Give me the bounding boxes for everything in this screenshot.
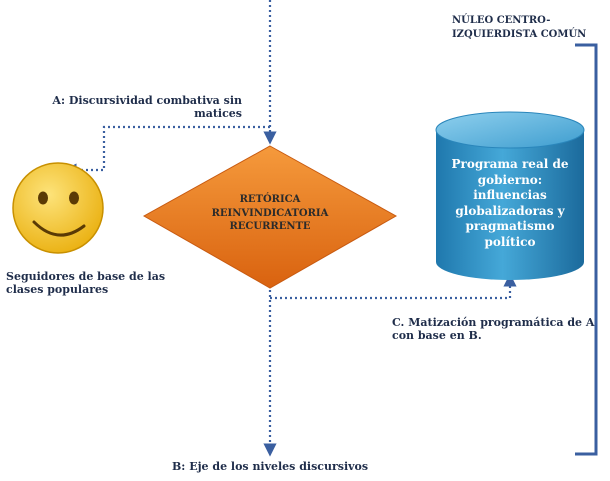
core-label: NÚLEO CENTRO-IZQUIERDISTA COMÚN	[452, 15, 587, 40]
rhetoric-label: RETÓRICA REINVINDICATORIA RECURRENTE	[211, 194, 329, 232]
path-c-arrow	[270, 273, 517, 300]
program-label: Programa real de gobierno: influencias g…	[451, 157, 569, 249]
path-a-label: A: Discursividad combativa sin matices	[52, 94, 242, 121]
base-supporters-label: Seguidores de base de las clases popular…	[6, 270, 166, 297]
core-bracket	[575, 43, 598, 456]
path-a-arrow	[63, 125, 270, 177]
program-cylinder	[435, 111, 585, 280]
path-c-label: C. Matización programática de A con base…	[392, 316, 595, 343]
path-b-label: B: Eje de los niveles discursivos	[172, 460, 369, 473]
rhetoric-diamond	[142, 145, 398, 289]
smiley-face-icon	[12, 162, 104, 254]
